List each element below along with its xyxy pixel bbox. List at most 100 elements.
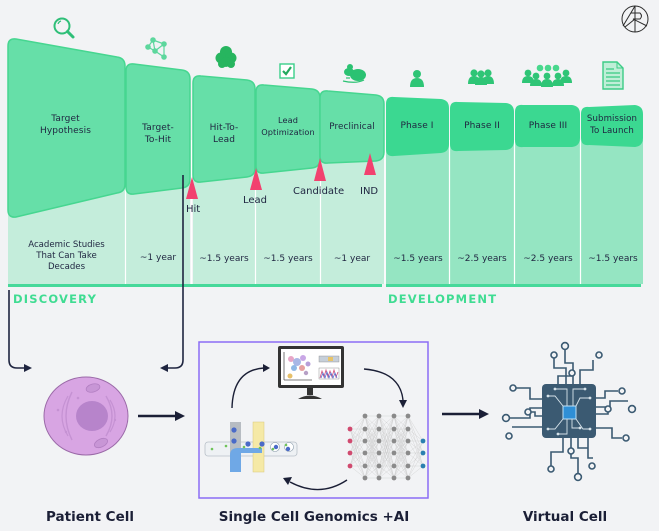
nn-node <box>376 450 382 456</box>
duration-line: ~1 year <box>333 254 371 264</box>
stage-label-line: Target- <box>142 123 174 133</box>
nn-node <box>376 426 382 432</box>
nn-node <box>347 438 353 444</box>
timeline-column <box>386 140 449 284</box>
neural-network-icon <box>347 413 426 481</box>
nn-edge <box>393 415 409 442</box>
nn-edge <box>378 415 395 454</box>
nn-node <box>391 413 397 419</box>
nn-node <box>347 426 353 432</box>
cycle-arrow-top-right <box>363 368 404 401</box>
nn-edge <box>378 465 395 479</box>
magnifier-icon <box>53 17 75 39</box>
connector-left <box>8 290 24 369</box>
stage-card <box>7 38 126 218</box>
nn-node <box>405 413 411 419</box>
arrow-cell-to-genomics-head <box>175 411 185 421</box>
stage-label-line: Phase III <box>528 121 568 131</box>
stage-label-phase-2: Phase II <box>451 120 513 132</box>
nn-edge <box>349 415 366 442</box>
nn-node <box>362 438 368 444</box>
nn-node <box>362 475 368 481</box>
nn-node <box>391 438 397 444</box>
duration-hit-to-lead: ~1.5 years <box>193 254 255 265</box>
nn-edge <box>407 440 424 467</box>
section-label-development: DEVELOPMENT <box>388 292 498 306</box>
nn-edge <box>378 440 395 479</box>
cycle-arrow-top-right-head <box>399 400 407 408</box>
milestone-markers <box>186 153 376 199</box>
nn-node <box>405 438 411 444</box>
stage-label-line: To-Hit <box>144 135 172 145</box>
duration-submission: ~1.5 years <box>581 254 645 265</box>
connector-right <box>168 175 184 369</box>
nn-edge <box>393 428 409 479</box>
nn-node <box>347 450 353 456</box>
nn-node <box>362 450 368 456</box>
nn-edge <box>364 465 380 479</box>
nn-edge <box>393 428 409 442</box>
duration-line: ~1.5 years <box>393 254 443 264</box>
duration-lead-optimization: ~1.5 years <box>256 254 320 265</box>
duration-phase-3: ~2.5 years <box>515 254 581 265</box>
duration-line: Academic Studies <box>28 240 105 250</box>
nn-node <box>376 463 382 469</box>
nn-edge <box>364 415 380 467</box>
nn-node <box>391 463 397 469</box>
cycle-arrow-bottom <box>289 479 348 491</box>
development-baseline <box>386 284 641 287</box>
duration-line: ~1 year <box>139 253 177 263</box>
nn-node <box>405 475 411 481</box>
milestone-marker <box>364 153 376 175</box>
nn-edge <box>364 415 380 454</box>
computer-monitor-icon <box>278 346 344 399</box>
small-group-icon <box>468 69 494 85</box>
nn-edge <box>407 428 424 467</box>
duration-phase-1: ~1.5 years <box>386 254 450 265</box>
nn-edge <box>378 452 395 479</box>
nn-edge <box>378 428 395 442</box>
nn-node <box>420 438 426 444</box>
duration-target-to-hit: ~1 year <box>126 253 190 264</box>
document-icon <box>602 61 624 90</box>
genomics-label: Single Cell Genomics +AI <box>218 509 410 525</box>
duration-line: ~2.5 years <box>457 254 507 264</box>
nn-node <box>376 438 382 444</box>
nn-edge <box>364 415 380 442</box>
nn-edge <box>349 428 366 467</box>
nn-node <box>376 475 382 481</box>
nn-edge <box>349 440 366 467</box>
nn-edge <box>407 415 424 442</box>
stage-label-line: Target <box>51 114 80 124</box>
stage-label-line: Preclinical <box>329 122 375 132</box>
timeline-column <box>320 140 384 284</box>
nn-edge <box>407 440 424 454</box>
milestone-marker <box>314 158 326 181</box>
stage-card <box>581 105 643 147</box>
stage-label-target-to-hit: Target- To-Hit <box>126 122 190 146</box>
stage-card <box>125 63 191 195</box>
nn-node <box>391 450 397 456</box>
nn-node <box>405 450 411 456</box>
mouse-icon <box>342 64 366 83</box>
molecule-network-icon <box>145 37 167 60</box>
stage-card <box>386 96 449 157</box>
nn-edge <box>393 440 409 479</box>
nn-edge <box>393 415 409 467</box>
brand-logo-icon <box>621 5 649 33</box>
stage-label-hit-to-lead: Hit-To-Lead <box>193 122 255 146</box>
milestone-label-lead: Lead <box>243 195 268 206</box>
stage-card <box>192 75 256 183</box>
duration-preclinical: ~1 year <box>320 254 384 265</box>
tree-icon <box>215 46 237 68</box>
checkbox-icon <box>279 63 295 79</box>
nn-edge <box>349 465 366 479</box>
stage-label-line: Lead <box>212 135 236 145</box>
duration-line: ~1.5 years <box>588 254 638 264</box>
nn-node <box>362 413 368 419</box>
stage-label-line: Phase II <box>464 121 500 131</box>
nn-node <box>405 426 411 432</box>
nn-edge <box>407 428 424 442</box>
stage-card <box>515 104 580 148</box>
nn-node <box>362 426 368 432</box>
